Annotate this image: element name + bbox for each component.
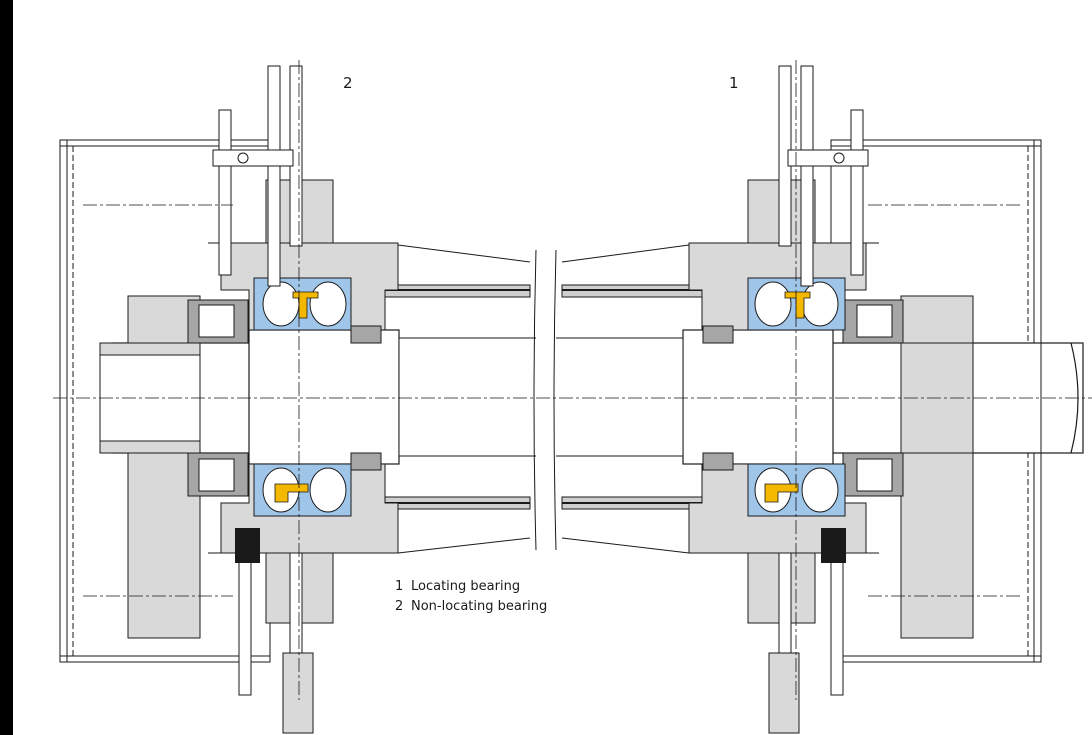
- right-bearing-assembly: [688, 65, 1042, 734]
- label-locating-number: 1: [729, 74, 739, 92]
- drum-outline: [384, 244, 703, 554]
- drawing-canvas: 2 1 1 Locating bearing 2 Non-locating be…: [13, 0, 1092, 735]
- legend-number-2: 2: [395, 599, 403, 614]
- label-non-locating-number: 2: [343, 74, 353, 92]
- legend-text-non-locating: Non-locating bearing: [411, 599, 547, 614]
- legend-text-locating: Locating bearing: [411, 579, 520, 594]
- bearing-arrangement-diagram: 2 1 1 Locating bearing 2 Non-locating be…: [53, 60, 1092, 734]
- legend-number-1: 1: [395, 579, 403, 594]
- legend: 1 Locating bearing 2 Non-locating bearin…: [395, 579, 547, 614]
- centerlines: [53, 60, 1092, 700]
